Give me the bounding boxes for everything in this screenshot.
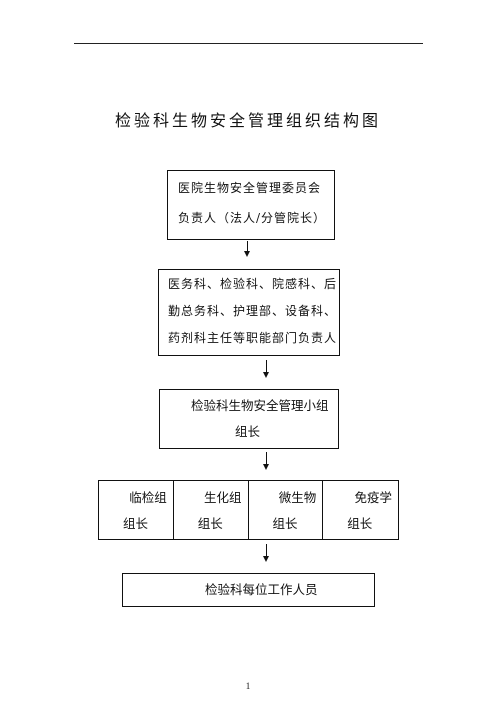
committee-leader: 负责人（法人/分管院长） <box>178 211 327 225</box>
header-rule <box>74 43 423 44</box>
committee-box: 医院生物安全管理委员会 负责人（法人/分管院长） <box>167 170 335 240</box>
team-lead: 组长 <box>123 516 149 531</box>
team-cell: 免疫学 组长 <box>323 481 398 539</box>
team-cell: 微生物 组长 <box>249 481 324 539</box>
team-name: 临检组 <box>129 490 167 505</box>
teams-box: 临检组 组长 生化组 组长 微生物 组长 免疫学 组长 <box>98 480 399 540</box>
staff-box: 检验科每位工作人员 <box>122 573 375 607</box>
committee-name: 医院生物安全管理委员会 <box>178 181 322 195</box>
departments-line-1: 医务科、检验科、院感科、后 <box>168 277 338 291</box>
team-lead: 组长 <box>272 516 298 531</box>
departments-box: 医务科、检验科、院感科、后 勤总务科、护理部、设备科、 药剂科主任等职能部门负责… <box>158 269 340 356</box>
safety-group-name: 检验科生物安全管理小组 <box>191 398 329 413</box>
team-cell: 临检组 组长 <box>99 481 174 539</box>
departments-line-3: 药剂科主任等职能部门负责人 <box>168 331 338 345</box>
team-lead: 组长 <box>347 516 373 531</box>
safety-group-leader: 组长 <box>235 424 261 439</box>
page-title: 检验科生物安全管理组织结构图 <box>114 111 381 130</box>
team-name: 生化组 <box>203 490 242 505</box>
team-cell: 生化组 组长 <box>174 481 249 539</box>
team-name: 微生物 <box>278 490 317 505</box>
page-number: 1 <box>245 681 251 691</box>
team-name: 免疫学 <box>354 490 392 505</box>
safety-group-box: 检验科生物安全管理小组 组长 <box>159 389 339 449</box>
departments-line-2: 勤总务科、护理部、设备科、 <box>168 304 338 318</box>
team-lead: 组长 <box>197 516 223 531</box>
staff-label: 检验科每位工作人员 <box>205 582 318 597</box>
